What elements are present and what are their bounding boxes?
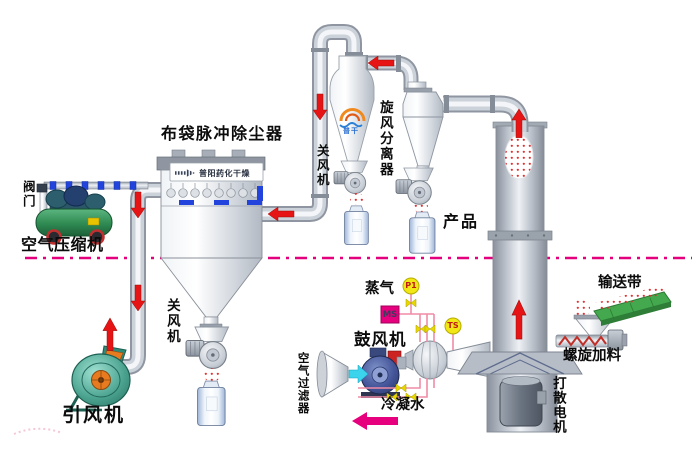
temp-gauge-ts bbox=[444, 317, 462, 335]
label-disperse-motor: 打散电机 bbox=[549, 376, 566, 434]
label-steam: 蒸气 bbox=[365, 281, 394, 297]
intake-air-arrow-icon bbox=[348, 364, 369, 384]
label-air-compressor: 空气压缩机 bbox=[21, 235, 104, 254]
label-conveyor-belt: 输送带 bbox=[598, 275, 642, 291]
blower-graphic bbox=[360, 347, 407, 398]
steam-valve-ms bbox=[380, 305, 400, 324]
label-blower: 鼓风机 bbox=[354, 330, 407, 349]
particle-spray bbox=[204, 368, 220, 382]
gauge-ts-label: TS bbox=[447, 321, 459, 330]
label-airlock-cyclone: 关风机 bbox=[314, 144, 330, 188]
label-bag-filter: 布袋脉冲除尘器 bbox=[161, 124, 284, 143]
product-bag bbox=[409, 211, 436, 254]
label-valve: 阀门 bbox=[20, 180, 36, 209]
steam-valves bbox=[386, 298, 436, 402]
valve-fitting bbox=[36, 183, 48, 193]
logo-wave-icon bbox=[339, 122, 363, 128]
particle-spray bbox=[414, 201, 428, 213]
induced-draft-fan-graphic bbox=[66, 345, 131, 412]
filter-banner: 普阳药化干燥 bbox=[172, 166, 265, 180]
product-bag bbox=[197, 380, 226, 427]
header-sleeves bbox=[179, 186, 263, 205]
condensate-arrow-icon bbox=[352, 412, 398, 430]
watermark-arc bbox=[13, 427, 63, 435]
cyclone-to-filter-pipe bbox=[262, 24, 363, 222]
label-cyclone-separator: 旋风分离器 bbox=[376, 100, 393, 178]
product-bag bbox=[344, 205, 369, 245]
pressure-gauge-p1 bbox=[402, 277, 420, 295]
label-induced-draft-fan: 引风机 bbox=[62, 404, 126, 426]
air-compressor-graphic bbox=[35, 185, 113, 245]
label-screw-feeder: 螺旋加料 bbox=[563, 348, 621, 364]
particles-on-belt bbox=[595, 285, 667, 311]
rotary-airlock-cyclone1 bbox=[333, 160, 368, 194]
valve-ms-label: MS bbox=[382, 310, 398, 320]
particle-cloud bbox=[505, 135, 533, 179]
bag-filter-vessel bbox=[156, 149, 266, 329]
filter-banner-plate bbox=[169, 162, 264, 182]
rotary-airlock-cyclone2 bbox=[395, 167, 434, 205]
flow-up-arrow-icon bbox=[102, 317, 118, 352]
disperse-motor-graphic bbox=[499, 376, 547, 427]
label-air-filter: 空气过滤器 bbox=[296, 352, 311, 415]
cyclone-2-vessel bbox=[402, 81, 444, 174]
banner-arrow-icon bbox=[175, 169, 195, 177]
rotary-airlock-filter bbox=[185, 326, 230, 370]
label-airlock-filter: 关风机 bbox=[163, 298, 180, 345]
particle-fall bbox=[574, 297, 590, 319]
cyclone2-to-cyclone1-pipe bbox=[363, 55, 419, 90]
air-filter-graphic bbox=[316, 350, 349, 398]
compressor-wheel bbox=[46, 229, 62, 245]
screw-feeder-graphic bbox=[555, 314, 628, 351]
cyclone-1-vessel bbox=[329, 55, 375, 171]
pulse-valves bbox=[166, 183, 260, 198]
particle-spray bbox=[350, 193, 364, 205]
logo-arc-icon bbox=[339, 108, 366, 122]
banner-text: 普阳药化干燥 bbox=[199, 168, 250, 178]
conveyor-belt-graphic bbox=[593, 285, 672, 326]
drying-tower bbox=[457, 121, 583, 433]
label-product: 产品 bbox=[443, 212, 480, 231]
label-condensate: 冷凝水 bbox=[381, 397, 425, 413]
compressor-wheel bbox=[89, 229, 105, 245]
compressed-air-header-pipe bbox=[36, 181, 149, 213]
cyclone-logo-text: 普干 bbox=[343, 127, 359, 135]
gauge-p1-label: P1 bbox=[405, 281, 417, 290]
